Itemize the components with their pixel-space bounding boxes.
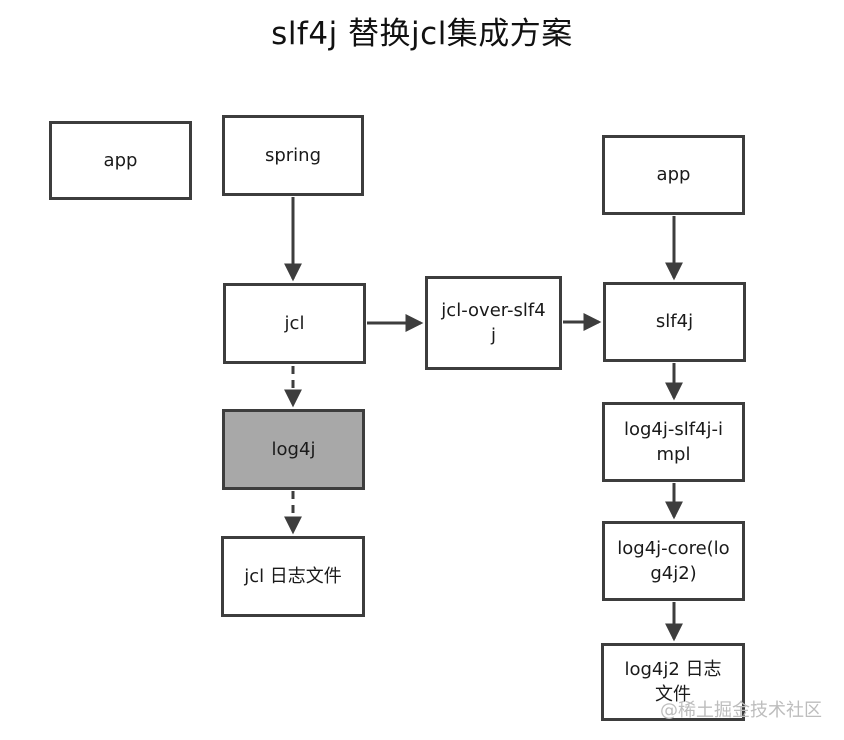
node-label: app (656, 164, 691, 186)
node-label: jcl (284, 312, 305, 334)
node-app-left: app (49, 121, 192, 200)
node-label: log4j-core(log4j2) (617, 537, 730, 584)
node-label: jcl 日志文件 (244, 565, 342, 587)
node-jcl-over-slf4j: jcl-over-slf4j (425, 276, 562, 370)
node-slf4j: slf4j (603, 282, 746, 362)
node-label: slf4j (655, 311, 694, 333)
node-label: log4j2 日志文件 (624, 658, 722, 705)
node-app-right: app (602, 135, 745, 215)
node-label: log4j-slf4j-impl (623, 418, 724, 465)
node-label: spring (264, 144, 322, 166)
node-jcl-log-file: jcl 日志文件 (221, 536, 365, 617)
node-log4j-slf4j-impl: log4j-slf4j-impl (602, 402, 745, 482)
node-log4j2-log-file: log4j2 日志文件 (601, 643, 745, 721)
node-label: jcl-over-slf4j (441, 299, 546, 346)
node-label: app (103, 149, 138, 171)
node-label: log4j (271, 438, 316, 460)
node-jcl: jcl (223, 283, 366, 364)
node-log4j: log4j (222, 409, 365, 490)
node-log4j-core: log4j-core(log4j2) (602, 521, 745, 601)
watermark: @稀土掘金技术社区 (660, 700, 822, 721)
page-title: slf4j 替换jcl集成方案 (271, 16, 573, 52)
node-spring: spring (222, 115, 364, 196)
